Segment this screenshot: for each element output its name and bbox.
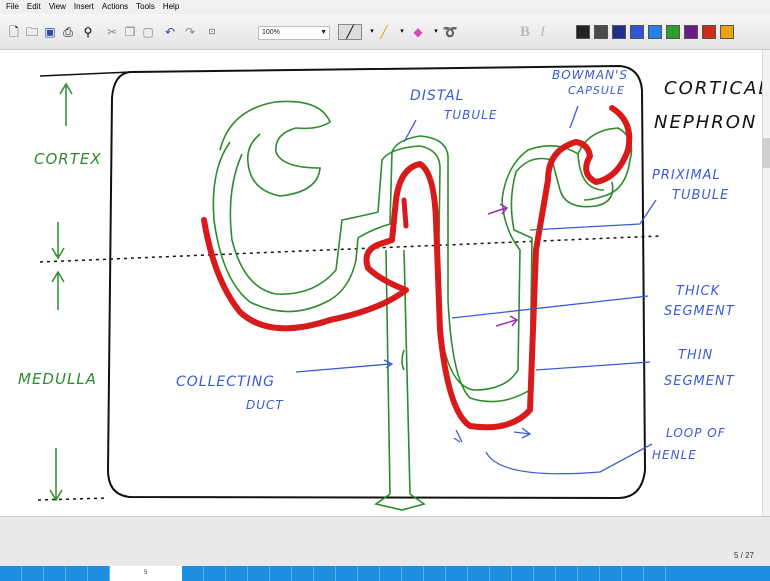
menu-tools[interactable]: Tools (132, 0, 159, 14)
color-swatch-green[interactable] (666, 25, 680, 39)
taskbar-tile[interactable] (644, 566, 666, 581)
save-icon[interactable]: ▣ (42, 24, 58, 40)
color-swatch-light-blue[interactable] (648, 25, 662, 39)
label-collecting-line2: DUCT (246, 398, 284, 412)
taskbar-tile[interactable] (446, 566, 468, 581)
menu-help[interactable]: Help (159, 0, 183, 14)
color-swatch-black[interactable] (576, 25, 590, 39)
label-pointers (296, 106, 656, 474)
pen-tool-icon[interactable]: ╱ (338, 24, 362, 40)
label-thick-line2: SEGMENT (664, 304, 735, 319)
label-loop-line1: LOOP OF (666, 426, 726, 440)
taskbar-tile[interactable] (270, 566, 292, 581)
italic-button[interactable]: I (540, 24, 545, 41)
diagram-border (108, 66, 645, 498)
highlighter-dropdown-icon[interactable]: ▾ (394, 24, 410, 40)
taskbar-tile[interactable] (380, 566, 402, 581)
corticomedullary-boundary (40, 236, 660, 262)
eraser-icon[interactable]: ◆ (410, 24, 426, 40)
taskbar-tile[interactable] (490, 566, 512, 581)
taskbar-tile[interactable] (556, 566, 578, 581)
taskbar-tile[interactable] (358, 566, 380, 581)
menu-file[interactable]: File (2, 0, 23, 14)
taskbar-tile[interactable] (248, 566, 270, 581)
lasso-icon[interactable]: ➰ (442, 24, 458, 40)
redo-icon[interactable]: ↷ (182, 24, 198, 40)
color-swatch-purple[interactable] (684, 25, 698, 39)
open-icon[interactable]: 🗀 (24, 24, 40, 40)
taskbar-tile[interactable] (622, 566, 644, 581)
taskbar-tile[interactable] (22, 566, 44, 581)
label-loop-line2: HENLE (652, 448, 697, 462)
new-page-icon[interactable]: 🗋 (6, 24, 22, 40)
page-counter: 5 / 27 (734, 551, 754, 560)
copy-icon[interactable]: ❐ (122, 24, 138, 40)
label-proximal-line1: PRIXIMAL (652, 168, 721, 183)
print-icon[interactable]: ⎙ (60, 24, 76, 40)
menu-actions[interactable]: Actions (98, 0, 132, 14)
page-footer-area: 5 / 27 (0, 516, 770, 566)
label-distal-tubule-line2: TUBULE (444, 108, 497, 122)
highlighter-icon[interactable]: ╱ (376, 24, 392, 40)
taskbar-tile[interactable] (424, 566, 446, 581)
paste-icon[interactable]: ▢ (140, 24, 156, 40)
label-collecting-line1: COLLECTING (176, 374, 275, 390)
label-medulla: MEDULLA (18, 370, 97, 388)
label-bowmans-line1: BOWMAN'S (552, 68, 628, 82)
color-swatch-orange[interactable] (720, 25, 734, 39)
medulla-bottom-line (38, 498, 108, 500)
cut-icon[interactable]: ✂ (104, 24, 120, 40)
taskbar-tile[interactable] (534, 566, 556, 581)
color-swatch-blue[interactable] (630, 25, 644, 39)
taskbar-tile[interactable] (600, 566, 622, 581)
fit-page-icon[interactable]: ⊡ (204, 24, 220, 40)
color-swatch-red[interactable] (702, 25, 716, 39)
taskbar-tile[interactable] (204, 566, 226, 581)
taskbar-tile[interactable] (88, 566, 110, 581)
menu-insert[interactable]: Insert (70, 0, 98, 14)
toolbar: 🗋 🗀 ▣ ⎙ ⚲ ✂ ❐ ▢ ↶ ↷ ⊡ 100% ▼ ╱ ▾ ╱ ▾ ◆ ▾… (0, 14, 770, 50)
taskbar-tile[interactable] (468, 566, 490, 581)
taskbar-tile[interactable] (314, 566, 336, 581)
taskbar-tile[interactable] (44, 566, 66, 581)
zoom-tool-icon[interactable]: ⚲ (80, 24, 96, 40)
taskbar-tile[interactable] (66, 566, 88, 581)
menu-view[interactable]: View (45, 0, 70, 14)
label-cortex: CORTEX (34, 150, 102, 168)
color-swatch-navy[interactable] (612, 25, 626, 39)
label-thick-line1: THICK (676, 284, 720, 299)
cortex-arrows (50, 84, 72, 500)
cortex-top-line (40, 72, 130, 76)
taskbar-tile[interactable] (226, 566, 248, 581)
label-bowmans-line2: CAPSULE (568, 84, 625, 97)
zoom-value: 100% (262, 29, 280, 36)
menu-bar: File Edit View Insert Actions Tools Help (0, 0, 770, 14)
label-cortical-line2: NEPHRON (654, 112, 757, 133)
bold-button[interactable]: B (520, 24, 530, 41)
label-cortical-line1: CORTICAL (664, 78, 770, 99)
chevron-down-icon: ▼ (320, 27, 327, 39)
zoom-select[interactable]: 100% ▼ (258, 26, 330, 40)
taskbar-active-item[interactable]: 5 (110, 566, 182, 581)
taskbar: 5 (0, 566, 770, 581)
filtrate-return-stub (404, 200, 406, 226)
taskbar-tile[interactable] (336, 566, 358, 581)
scrollbar-thumb[interactable] (762, 138, 770, 168)
taskbar-tile[interactable] (578, 566, 600, 581)
vertical-scrollbar[interactable] (762, 50, 770, 566)
taskbar-tile[interactable] (512, 566, 534, 581)
undo-icon[interactable]: ↶ (162, 24, 178, 40)
menu-edit[interactable]: Edit (23, 0, 45, 14)
label-thin-line1: THIN (678, 348, 713, 363)
label-thin-line2: SEGMENT (664, 374, 735, 389)
taskbar-tile[interactable] (402, 566, 424, 581)
taskbar-tile[interactable] (292, 566, 314, 581)
taskbar-tile[interactable] (182, 566, 204, 581)
drawing-canvas[interactable]: CORTEX MEDULLA DISTAL TUBULE BOWMAN'S CA… (0, 50, 770, 516)
label-distal-tubule-line1: DISTAL (410, 88, 464, 104)
color-swatch-gray[interactable] (594, 25, 608, 39)
label-proximal-line2: TUBULE (672, 188, 729, 203)
taskbar-tile[interactable] (0, 566, 22, 581)
